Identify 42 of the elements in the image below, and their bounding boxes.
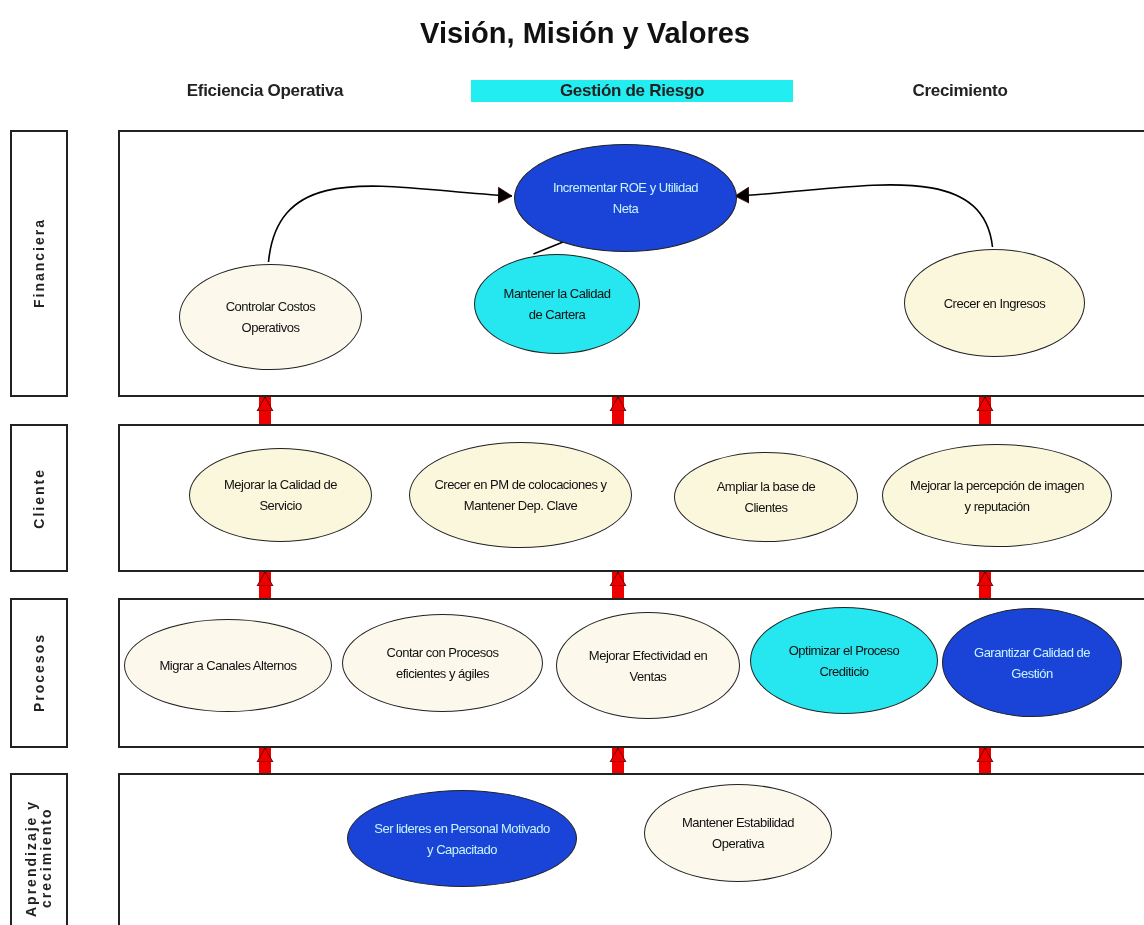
perspective-name: Financiera [31, 218, 47, 309]
perspective-name: Cliente [31, 467, 47, 529]
objective-ellipse: Contar con Procesos eficientes y ágiles [342, 614, 543, 712]
perspective-lane [118, 130, 1144, 397]
block-arrow [976, 571, 994, 598]
objective-ellipse: Mejorar la percepción de imagen y reputación [882, 444, 1112, 547]
block-arrow [609, 396, 627, 424]
perspective-lane [118, 598, 1144, 748]
block-arrow [976, 396, 994, 424]
objective-ellipse: Mejorar la Calidad de Servicio [189, 448, 372, 542]
curved-arrow [734, 184, 994, 248]
perspective-name: Procesos [31, 633, 47, 713]
objective-ellipse: Incrementar ROE y Utilidad Neta [514, 144, 737, 252]
block-arrow [256, 571, 274, 598]
curved-arrow [267, 185, 513, 263]
block-arrow [256, 747, 274, 773]
perspective-label [10, 130, 68, 397]
block-arrow [976, 747, 994, 773]
perspective-name: Aprendizaje y crecimiento [24, 798, 54, 919]
diagram-title: Visión, Misión y Valores [419, 16, 751, 51]
block-arrow [256, 396, 274, 424]
perspective-lane [118, 773, 1144, 925]
objective-ellipse: Ampliar la base de Clientes [674, 452, 858, 542]
objective-ellipse: Crecer en Ingresos [904, 249, 1085, 357]
block-arrow [609, 747, 627, 773]
block-arrow [609, 571, 627, 598]
objective-ellipse: Garantizar Calidad de Gestión [942, 608, 1122, 717]
objective-ellipse: Controlar Costos Operativos [179, 264, 362, 370]
column-header: Eficiencia Operativa [130, 80, 400, 102]
objective-ellipse: Mejorar Efectividad en Ventas [556, 612, 740, 719]
column-header: Crecimiento [830, 80, 1090, 102]
objective-ellipse: Ser lideres en Personal Motivado y Capacitado [347, 790, 577, 887]
objective-ellipse: Crecer en PM de colocaciones y Mantener Dep. Clave [409, 442, 632, 548]
objective-ellipse: Mantener la Calidad de Cartera [474, 254, 640, 354]
objective-ellipse: Migrar a Canales Alternos [124, 619, 332, 712]
column-header: Gestión de Riesgo [471, 80, 793, 102]
objective-ellipse: Optimizar el Proceso Crediticio [750, 607, 938, 714]
perspective-lane [118, 424, 1144, 572]
objective-ellipse: Mantener Estabilidad Operativa [644, 784, 832, 882]
perspective-label [10, 598, 68, 748]
perspective-label [10, 424, 68, 572]
perspective-label [10, 773, 68, 925]
